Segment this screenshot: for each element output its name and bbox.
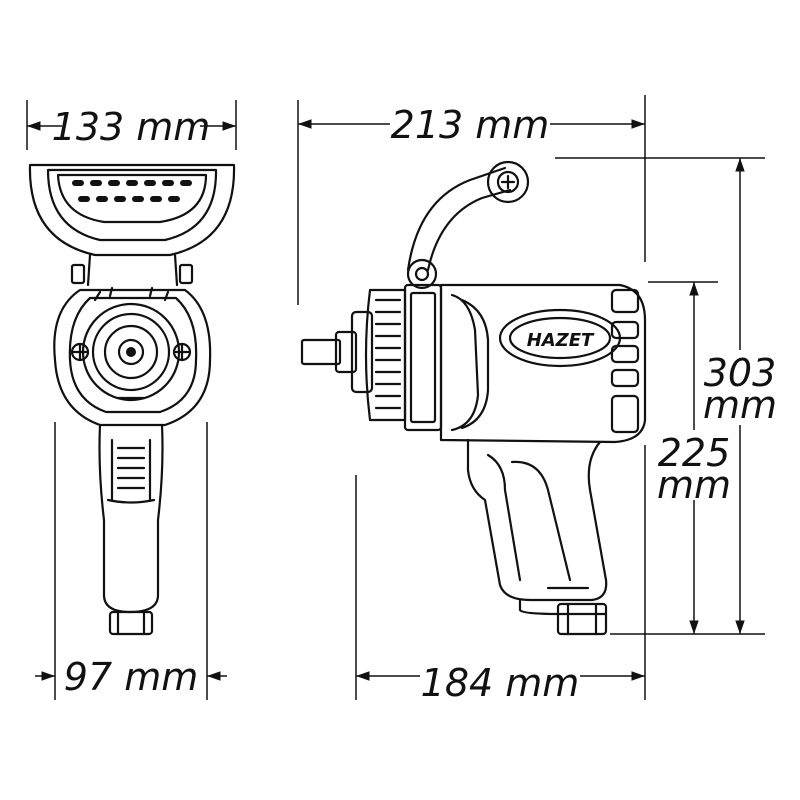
front-view: 133 mm (26, 100, 237, 700)
side-view: 213 mm (297, 95, 777, 705)
front-grip (98, 423, 164, 636)
body-height-unit: mm (657, 463, 731, 507)
side-head (300, 283, 443, 432)
side-handle (406, 160, 530, 290)
side-length-label: 213 mm (391, 103, 550, 147)
side-body: HAZET (439, 283, 647, 444)
total-height-unit: mm (703, 383, 777, 427)
brand-logo: HAZET (527, 330, 595, 351)
front-grip-width-label: 97 mm (64, 655, 198, 699)
front-width-label: 133 mm (52, 105, 211, 149)
total-height-value: 303 (704, 351, 777, 395)
side-grip (466, 438, 608, 636)
front-handle (28, 163, 236, 287)
front-housing (53, 286, 212, 427)
side-base-length-label: 184 mm (421, 661, 580, 705)
body-height-value: 225 (658, 431, 731, 475)
